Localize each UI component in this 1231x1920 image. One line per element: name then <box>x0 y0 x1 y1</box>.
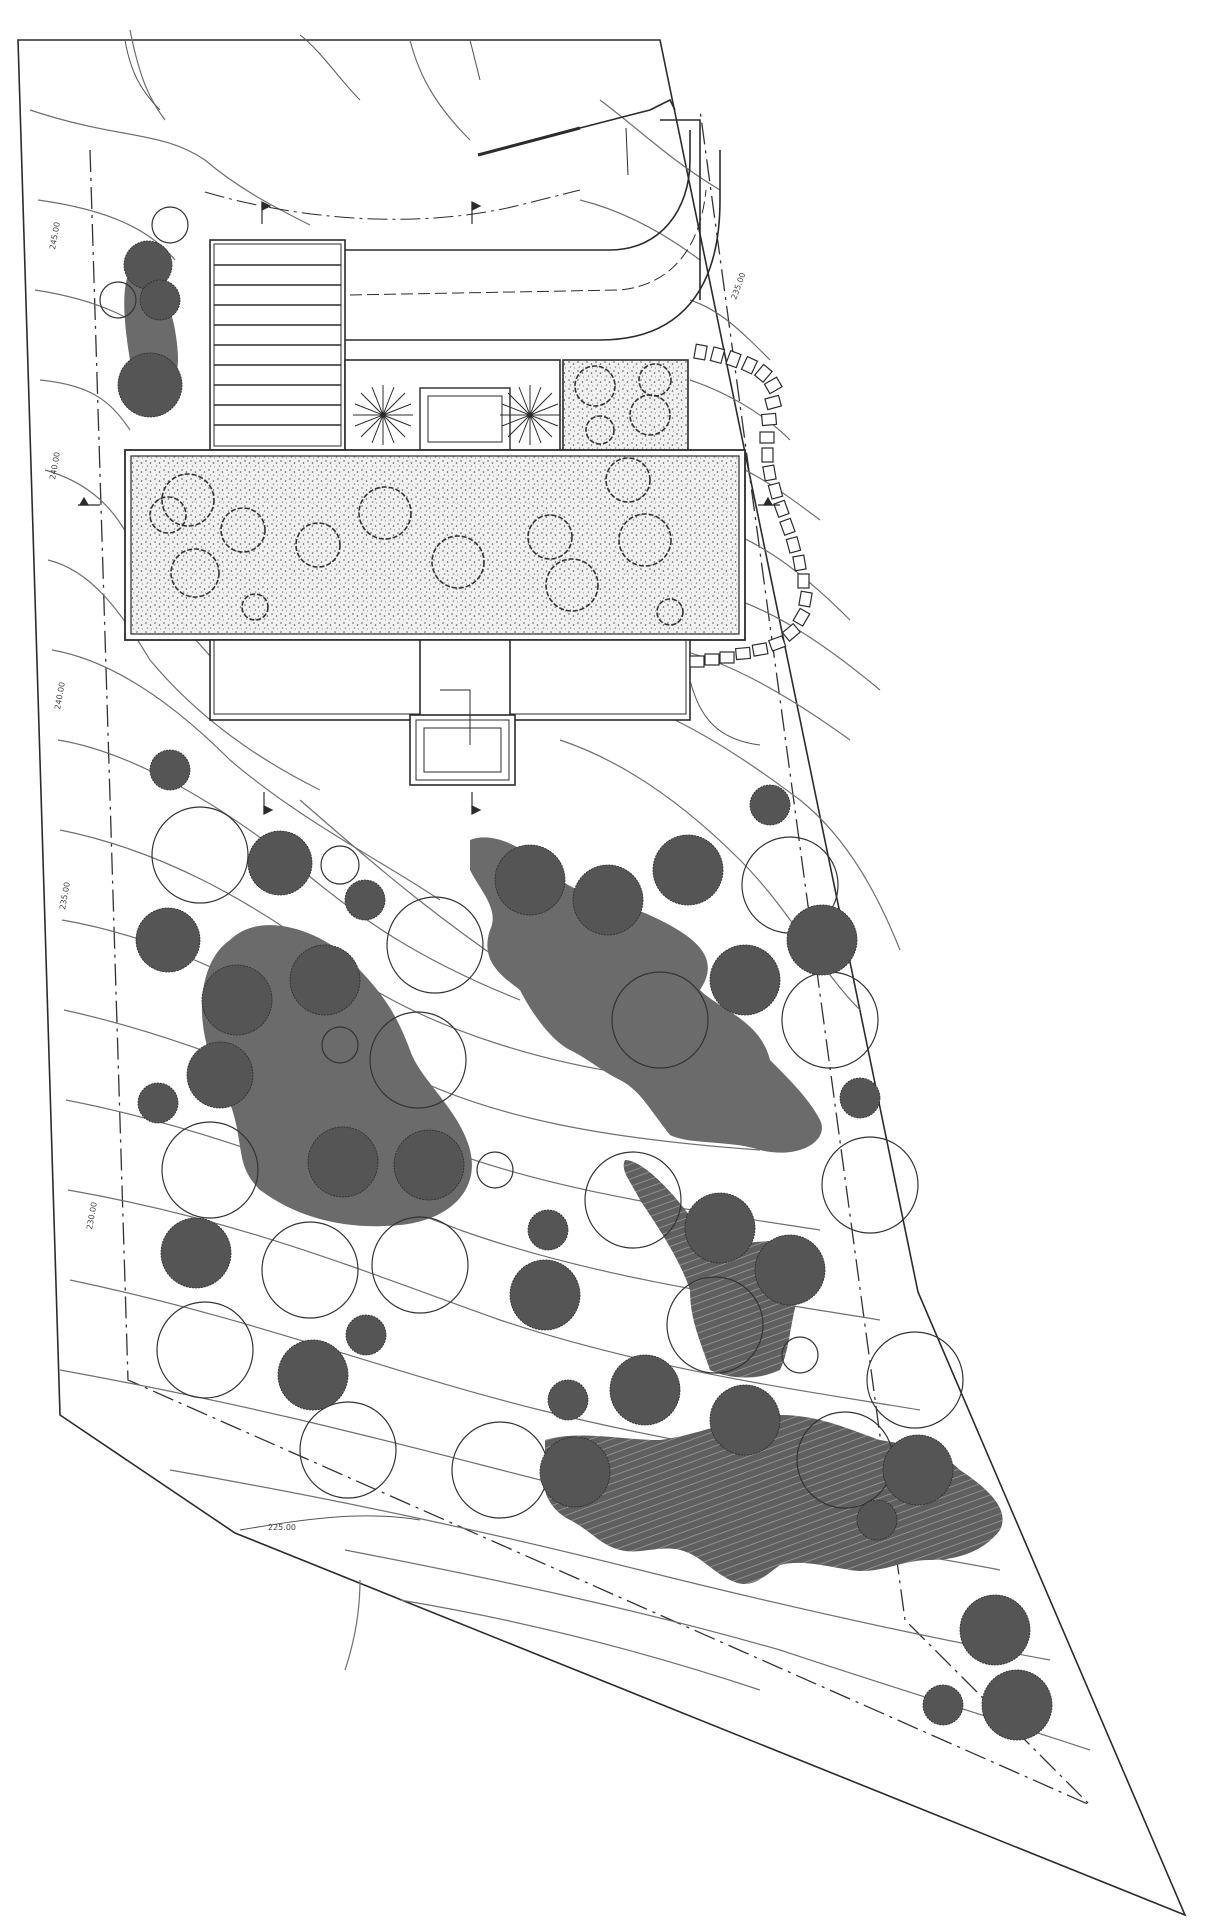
palm-tree <box>353 385 413 445</box>
tree-canopy-outline <box>299 1401 397 1499</box>
tree-canopy-outline <box>161 1121 259 1219</box>
spiky-shrub <box>117 352 183 418</box>
hatched-planting-areas <box>543 1160 1003 1585</box>
palm-tree <box>500 385 560 445</box>
spiky-shrub <box>709 1384 781 1456</box>
spiky-shrub <box>959 1594 1031 1666</box>
driveway <box>204 98 721 341</box>
section-markers <box>78 201 780 815</box>
tree-canopy-outline <box>261 1221 359 1319</box>
spiky-shrub <box>786 904 858 976</box>
spiky-shrub <box>684 1192 756 1264</box>
spiky-shrub <box>149 749 191 791</box>
round-bush <box>618 513 672 567</box>
tree-canopy-outline <box>369 1011 467 1109</box>
green-roof <box>124 449 746 641</box>
contour-label: 225.00 <box>268 1523 296 1532</box>
spiky-shrub <box>160 1217 232 1289</box>
tree-canopy-outline <box>584 1151 682 1249</box>
contour-label: 240.00 <box>48 451 62 480</box>
spiky-shrub <box>856 1499 898 1541</box>
tree-canopy-outline <box>151 206 189 244</box>
spiky-shrub <box>307 1126 379 1198</box>
site-boundary <box>17 39 1187 1917</box>
round-bush <box>527 514 573 560</box>
round-bush <box>585 415 615 445</box>
round-bush <box>149 496 187 534</box>
round-bush <box>241 593 269 621</box>
round-bushes <box>149 363 684 626</box>
tree-canopy-outline <box>151 806 249 904</box>
tree-canopy-outline <box>611 971 709 1069</box>
hatched-area <box>623 1160 811 1378</box>
spiky-shrub <box>289 944 361 1016</box>
lawn-area <box>470 837 822 1153</box>
tree-canopy-outline <box>866 1331 964 1429</box>
spiky-shrub <box>754 1234 826 1306</box>
spiky-shrub <box>839 1077 881 1119</box>
tree-canopy-outline <box>781 1336 819 1374</box>
spiky-shrub <box>509 1259 581 1331</box>
round-bush <box>574 365 616 407</box>
round-bush <box>629 394 671 436</box>
tree-canopy-outline <box>781 971 879 1069</box>
spiky-shrub <box>137 1082 179 1124</box>
house-upper <box>209 239 689 456</box>
spiky-shrub <box>494 844 566 916</box>
setback-line <box>89 109 1091 1806</box>
round-bush <box>161 473 215 527</box>
spiky-shrub <box>135 907 201 973</box>
tree-canopy-outline <box>321 1026 359 1064</box>
canopy-trees <box>99 206 964 1519</box>
tree-canopy-outline <box>371 1216 469 1314</box>
round-bush <box>656 598 684 626</box>
round-bush <box>545 558 599 612</box>
house-lower <box>209 639 691 786</box>
tree-canopy-outline <box>476 1151 514 1189</box>
contour-label: 230.00 <box>85 1201 99 1230</box>
tree-canopy-outline <box>156 1301 254 1399</box>
spiky-shrub <box>547 1379 589 1421</box>
spiky-shrub <box>539 1436 611 1508</box>
contour-label: 235.00 <box>729 271 747 300</box>
spiky-shrub <box>882 1434 954 1506</box>
round-bush <box>170 548 220 598</box>
round-bush <box>295 522 341 568</box>
round-bush <box>431 535 485 589</box>
contour-label: 245.00 <box>48 221 62 250</box>
spiky-shrub <box>981 1669 1053 1741</box>
round-bush <box>605 457 651 503</box>
spiky-shrub <box>393 1129 465 1201</box>
spiky-shrub <box>345 1314 387 1356</box>
spiky-shrub <box>749 784 791 826</box>
spiky-shrub <box>139 279 181 321</box>
spiky-shrub <box>186 1041 254 1109</box>
misc-site-lines <box>124 34 761 1531</box>
tree-canopy-outline <box>666 1276 764 1374</box>
spiky-shrub <box>527 1209 569 1251</box>
contour-label: 235.00 <box>58 881 72 910</box>
contour-label: 240.00 <box>53 681 67 710</box>
round-bush <box>358 486 412 540</box>
spiky-shrub <box>277 1339 349 1411</box>
spiky-shrub <box>247 830 313 896</box>
steps <box>214 264 341 426</box>
tree-canopy-outline <box>386 896 484 994</box>
spiky-shrub <box>652 834 724 906</box>
spiky-shrub <box>344 879 386 921</box>
tree-canopy-outline <box>821 1136 919 1234</box>
spiky-shrub <box>709 944 781 1016</box>
spiky-shrub <box>572 864 644 936</box>
spiky-shrub <box>922 1684 964 1726</box>
spiky-shrub <box>609 1354 681 1426</box>
tree-canopy-outline <box>320 845 360 885</box>
tree-canopy-outline <box>99 281 137 319</box>
round-bush <box>220 507 266 553</box>
spiky-shrub <box>201 964 273 1036</box>
stepping-stones <box>689 343 813 668</box>
spiky-shrubs <box>117 240 1053 1741</box>
